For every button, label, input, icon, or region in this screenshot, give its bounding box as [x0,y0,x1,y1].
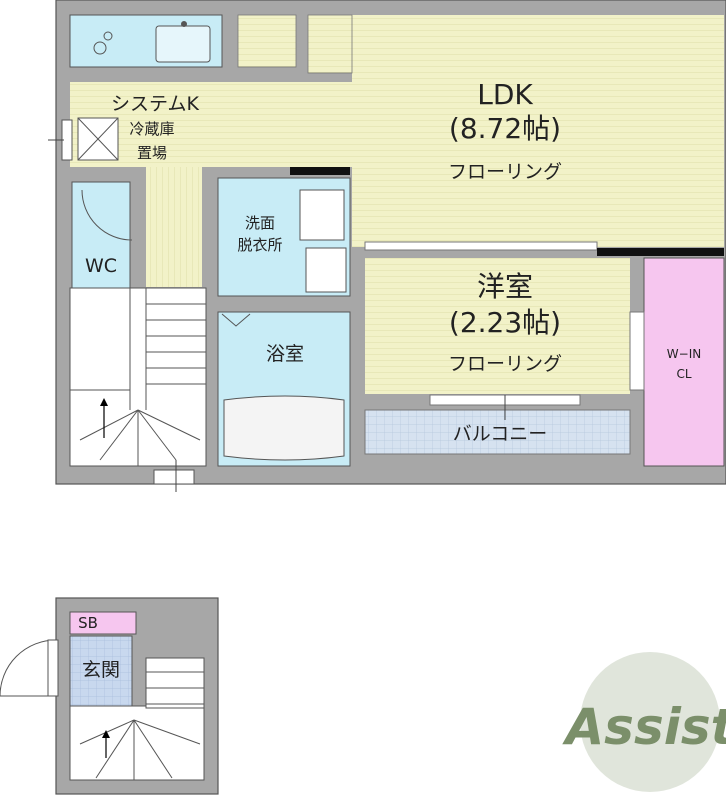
balcony-label: バルコニー [453,423,548,445]
wc-label: WC [85,255,117,277]
ldk-floor-type: フローリング [448,161,562,183]
walk-in-closet [643,257,725,467]
lower-stair-steps [79,671,204,780]
upper-floor [48,0,726,492]
entrance-door [0,639,57,697]
closet-door [629,311,645,391]
washing-machine-icon [305,247,347,293]
washroom-label-2: 脱衣所 [237,236,282,254]
washroom-label-1: 洗面 [245,214,275,232]
stove-burner-icon [93,41,107,55]
kitchen-floor [70,82,370,167]
balcony [364,409,631,455]
wash-basin-icon [299,189,345,241]
lower-stair-arrowhead-icon [102,730,110,738]
ldk-size: (8.72帖) [449,112,561,145]
sink-icon [155,25,211,63]
bathtub-icon [223,395,345,461]
stair-steps [70,288,206,466]
shoe-box [69,611,137,635]
assist-logo: Assist [561,652,726,792]
lower-staircase [69,705,205,781]
western-room-label: 洋室 [477,270,533,303]
walk-in-label-1: W−IN [667,347,701,361]
shoe-box-label: SB [78,614,98,632]
cabinet-right [307,14,353,74]
wc-door-swing [81,189,133,241]
faucet-icon [181,21,187,27]
western-room-floor-type: フローリング [448,353,562,375]
ldk-wall-segment [597,248,724,256]
ldk-label: LDK [477,78,533,111]
bathroom-label: 浴室 [266,343,304,365]
washroom-window [290,167,350,175]
bath-door-icon [221,313,251,327]
entrance-label: 玄関 [82,659,120,681]
lower-floor [0,597,219,795]
stove-burner-icon [103,31,113,41]
entrance-area [69,635,133,707]
walk-in-label-2: CL [676,367,691,381]
western-room-floor [365,258,630,394]
sliding-door [364,241,598,251]
system-kitchen-label: システムK [111,93,199,115]
western-room-size: (2.23帖) [449,306,561,339]
logo-text: Assist [561,698,726,756]
stair-arrowhead-icon [100,398,108,406]
ldk-floor [352,15,724,247]
hall-floor [146,167,202,287]
fridge-label-1: 冷蔵庫 [129,120,174,138]
cabinet-left [237,14,297,68]
fridge-label-2: 置場 [137,144,167,162]
